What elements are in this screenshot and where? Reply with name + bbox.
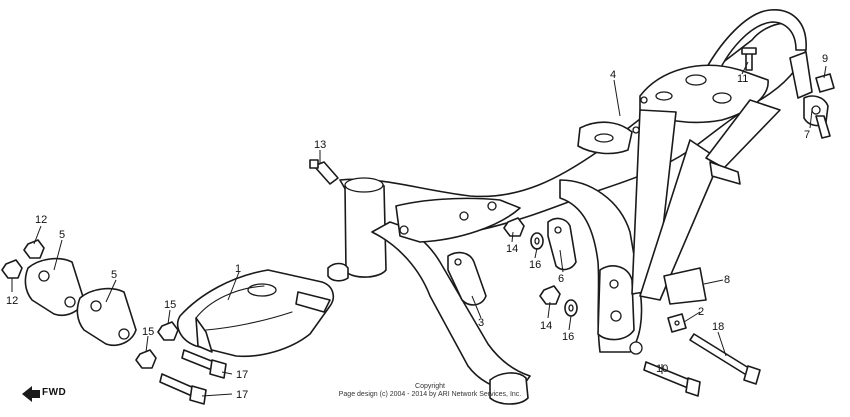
callout-14-lower: 14 (540, 320, 552, 332)
callout-9: 9 (822, 53, 828, 65)
side-bracket-6[interactable] (547, 217, 577, 271)
washer-15-lower[interactable] (135, 349, 157, 369)
plate-8[interactable] (663, 267, 707, 305)
bolt-13[interactable] (309, 159, 339, 185)
callout-11: 11 (737, 73, 748, 85)
callout-16-upper: 16 (529, 259, 541, 271)
callout-16-lower: 16 (562, 331, 574, 343)
nut-14-lower[interactable] (539, 285, 561, 305)
callout-6: 6 (558, 273, 564, 285)
engine-bracket-lower[interactable] (76, 287, 137, 346)
frame-body[interactable] (327, 9, 807, 405)
callout-12-lower: 12 (6, 295, 18, 307)
nut-12-lower[interactable] (1, 259, 23, 279)
callout-7: 7 (804, 129, 810, 141)
callout-13: 13 (314, 139, 326, 151)
copyright-notice: Page design (c) 2004 - 2014 by ARI Netwo… (338, 391, 522, 398)
bolt-17-lower[interactable] (159, 373, 207, 405)
key-9[interactable] (815, 73, 835, 93)
callout-5-lower: 5 (111, 269, 117, 281)
callout-17-lower: 17 (236, 389, 248, 401)
callout-3: 3 (478, 317, 484, 329)
copyright-title: Copyright (415, 383, 445, 390)
nut-12-upper[interactable] (23, 239, 45, 259)
clip-2[interactable] (667, 313, 687, 333)
callout-4: 4 (610, 69, 616, 81)
bolt-18[interactable] (689, 333, 761, 385)
washer-16-upper[interactable] (530, 232, 544, 250)
nut-14-upper[interactable] (503, 217, 525, 237)
skid-plate[interactable] (176, 269, 335, 358)
forward-arrow-icon (22, 386, 40, 402)
callout-18: 18 (712, 321, 724, 333)
callout-15-upper: 15 (164, 299, 176, 311)
washer-16-lower[interactable] (564, 299, 578, 317)
footrest-bracket-3[interactable] (447, 251, 487, 306)
callout-15-lower: 15 (142, 326, 154, 338)
callout-17-upper: 17 (236, 369, 248, 381)
callout-2: 2 (698, 306, 704, 318)
callout-10: 10 (656, 363, 668, 375)
callout-8: 8 (724, 274, 730, 286)
fwd-label: FWD (42, 387, 67, 398)
bolt-10[interactable] (643, 361, 701, 397)
leader-lines (11, 61, 827, 397)
callout-1: 1 (235, 263, 241, 275)
bolt-11[interactable] (741, 47, 757, 71)
bolt-17-upper[interactable] (181, 349, 227, 379)
callout-12-upper: 12 (35, 214, 47, 226)
lock-7[interactable] (789, 51, 831, 139)
callout-14-upper: 14 (506, 243, 518, 255)
washer-15-upper[interactable] (157, 321, 179, 341)
callout-labels: 1 2 3 4 5 5 6 7 8 9 10 11 12 12 13 14 14… (6, 53, 828, 401)
engine-bracket-upper[interactable] (24, 257, 85, 316)
callout-5-upper: 5 (59, 229, 65, 241)
